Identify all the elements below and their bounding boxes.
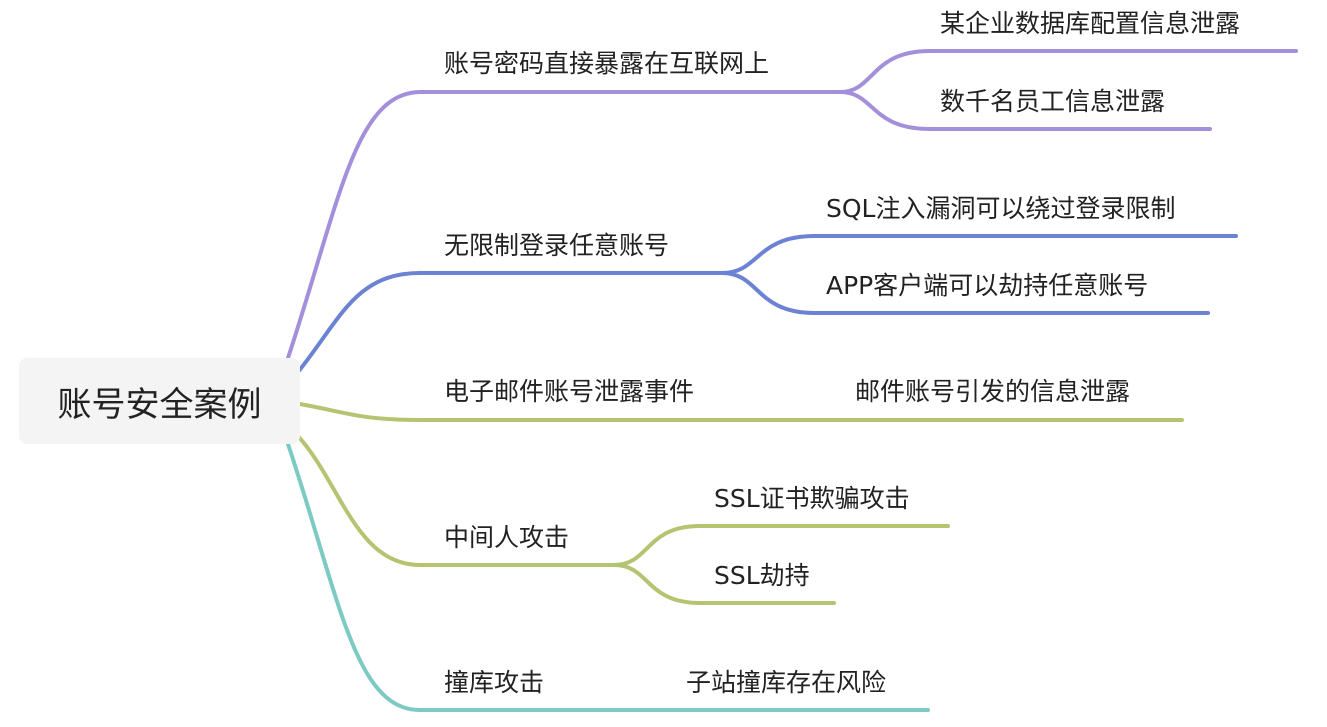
leaf-node-db-config-leak[interactable]: 某企业数据库配置信息泄露	[940, 9, 1241, 38]
connector-root-branch-4	[294, 432, 616, 567]
leaf-node-ssl-cert-spoofing[interactable]: SSL证书欺骗攻击	[714, 484, 910, 513]
root-node-label: 账号安全案例	[57, 384, 262, 425]
branch-node-email-account-leak[interactable]: 电子邮件账号泄露事件	[444, 377, 695, 406]
connector-root-branch-5	[286, 442, 930, 712]
leaf-node-sql-injection-bypass[interactable]: SQL注入漏洞可以绕过登录限制	[826, 194, 1176, 223]
branch-node-mitm-attack[interactable]: 中间人攻击	[444, 523, 570, 552]
connector-root-branch-1	[286, 90, 842, 360]
connector-branch-2-child-1	[720, 234, 1238, 275]
leaf-node-email-info-leak[interactable]: 邮件账号引发的信息泄露	[855, 377, 1131, 406]
leaf-node-ssl-hijack[interactable]: SSL劫持	[714, 561, 810, 590]
connector-branch-1-child-2	[838, 90, 1212, 131]
connector-branch-4-child-2	[612, 563, 836, 605]
branch-node-account-password-exposed[interactable]: 账号密码直接暴露在互联网上	[444, 49, 770, 78]
branch-node-unlimited-login[interactable]: 无限制登录任意账号	[444, 231, 670, 260]
leaf-node-subsite-stuffing-risk[interactable]: 子站撞库存在风险	[686, 668, 887, 697]
connector-branch-4-child-1	[612, 524, 950, 567]
leaf-node-app-hijack-account[interactable]: APP客户端可以劫持任意账号	[826, 271, 1149, 300]
connector-branch-1-child-1	[838, 49, 1298, 94]
root-node[interactable]: 账号安全案例	[19, 358, 300, 444]
connector-root-branch-2	[296, 271, 724, 374]
branch-node-credential-stuffing[interactable]: 撞库攻击	[444, 668, 545, 697]
connector-root-branch-3	[298, 402, 1184, 422]
connector-branch-2-child-2	[720, 271, 1210, 315]
leaf-node-employee-info-leak[interactable]: 数千名员工信息泄露	[940, 87, 1166, 116]
